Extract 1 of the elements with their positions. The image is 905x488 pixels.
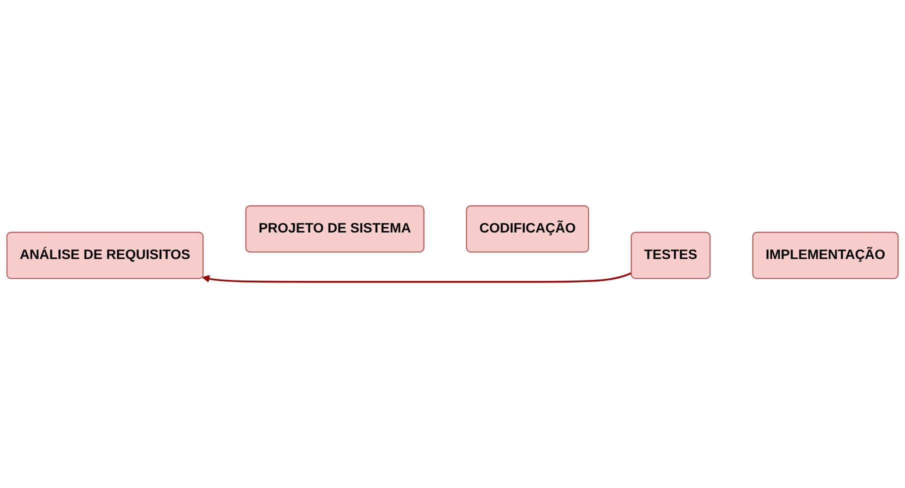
arrow <box>202 272 632 283</box>
